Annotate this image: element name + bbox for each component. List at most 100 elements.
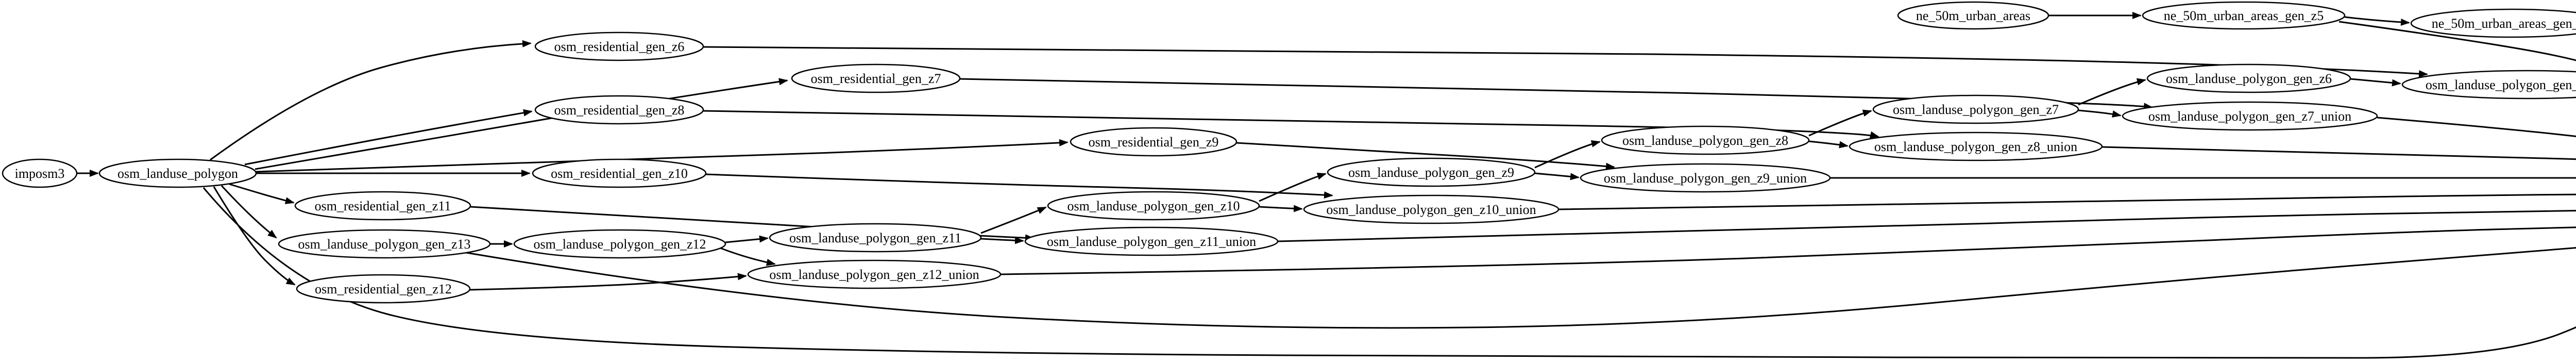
node-label-osm_landuse_polygon_gen_z6_union: osm_landuse_polygon_gen_z6_union (2426, 77, 2576, 92)
node-label-imposm3: imposm3 (15, 166, 65, 181)
node-ellipse-osm_landuse_polygon_gen_z6 (2146, 63, 2351, 93)
node-ellipse-osm_landuse_polygon_gen_z12 (513, 229, 726, 259)
node-osm_residential_gen_z10: osm_residential_gen_z10 (532, 158, 707, 188)
node-osm_landuse_polygon_gen_z7_union: osm_landuse_polygon_gen_z7_union (2122, 101, 2378, 131)
node-ellipse-osm_residential_gen_z7 (791, 63, 961, 93)
node-ellipse-osm_landuse_polygon (98, 158, 257, 188)
node-ellipse-osm_residential_gen_z12 (296, 274, 471, 304)
node-osm_landuse_polygon: osm_landuse_polygon (98, 158, 257, 188)
node-label-osm_residential_gen_z8: osm_residential_gen_z8 (554, 103, 685, 118)
nodes-layer: imposm3 osm_landuse_polygon osm_residentia… (2, 1, 2576, 304)
node-label-osm_landuse_polygon_gen_z9: osm_landuse_polygon_gen_z9 (1348, 165, 1514, 180)
node-ne_50m_urban_areas_gen_z5: ne_50m_urban_areas_gen_z5 (2142, 1, 2346, 30)
node-ellipse-ne_50m_urban_areas_gen_z5 (2142, 1, 2346, 30)
node-osm_landuse_polygon_gen_z6_union: osm_landuse_polygon_gen_z6_union (2401, 70, 2576, 100)
node-ellipse-osm_landuse_polygon_gen_z7_union (2122, 101, 2378, 131)
node-osm_residential_gen_z12: osm_residential_gen_z12 (296, 274, 471, 304)
edge-osm_landuse_polygon_gen_z7-to-osm_landuse_polygon_gen_z7_union (2078, 109, 2122, 118)
node-label-ne_50m_urban_areas_gen_z4: ne_50m_urban_areas_gen_z4 (2432, 16, 2576, 31)
node-osm_landuse_polygon_gen_z9_union: osm_landuse_polygon_gen_z9_union (1580, 163, 1831, 193)
node-label-osm_landuse_polygon_gen_z11: osm_landuse_polygon_gen_z11 (789, 231, 961, 245)
node-osm_landuse_polygon_gen_z7: osm_landuse_polygon_gen_z7 (1872, 94, 2079, 124)
edge-osm_landuse_polygon_gen_z7-to-osm_landuse_polygon_gen_z6 (2078, 78, 2146, 106)
edge-osm_landuse_polygon_gen_z9-to-osm_landuse_polygon_gen_z9_union (1534, 172, 1580, 180)
node-label-osm_residential_gen_z11: osm_residential_gen_z11 (315, 199, 451, 213)
edge-osm_landuse_polygon_gen_z13-to-layer_landuse:z13 (466, 246, 2576, 329)
node-ellipse-osm_residential_gen_z10 (532, 158, 707, 188)
node-label-osm_landuse_polygon: osm_landuse_polygon (117, 166, 238, 181)
node-label-osm_landuse_polygon_gen_z8: osm_landuse_polygon_gen_z8 (1622, 133, 1788, 148)
node-ellipse-osm_landuse_polygon_gen_z12_union (747, 259, 1002, 289)
node-ellipse-osm_landuse_polygon_gen_z11 (769, 223, 982, 253)
edge-osm_landuse_polygon-to-osm_residential_gen_z9 (256, 139, 1069, 173)
edge-osm_landuse_polygon_gen_z11-to-osm_landuse_polygon_gen_z10 (980, 206, 1047, 234)
edge-osm_landuse_polygon_gen_z10-to-osm_landuse_polygon_gen_z9 (1259, 172, 1327, 202)
edge-osm_residential_gen_z8-to-osm_landuse_polygon_gen_z8_union (703, 110, 1879, 139)
node-osm_residential_gen_z8: osm_residential_gen_z8 (534, 95, 704, 125)
node-ne_50m_urban_areas_gen_z4: ne_50m_urban_areas_gen_z4 (2410, 8, 2576, 38)
node-label-osm_landuse_polygon_gen_z10_union: osm_landuse_polygon_gen_z10_union (1326, 202, 1536, 217)
node-label-osm_landuse_polygon_gen_z7_union: osm_landuse_polygon_gen_z7_union (2148, 109, 2351, 124)
edge-osm_landuse_polygon_gen_z10-to-osm_landuse_polygon_gen_z10_union (1259, 205, 1303, 212)
edge-osm_landuse_polygon_gen_z9-to-osm_landuse_polygon_gen_z8 (1534, 140, 1601, 169)
node-label-osm_landuse_polygon_gen_z10: osm_landuse_polygon_gen_z10 (1067, 199, 1240, 213)
node-label-osm_landuse_polygon_gen_z6: osm_landuse_polygon_gen_z6 (2166, 71, 2332, 86)
node-label-osm_landuse_polygon_gen_z9_union: osm_landuse_polygon_gen_z9_union (1604, 171, 1807, 186)
edge-osm_landuse_polygon_gen_z8_union-to-layer_landuse:z8 (2102, 146, 2576, 160)
node-osm_residential_gen_z9: osm_residential_gen_z9 (1070, 127, 1238, 157)
node-osm_residential_gen_z7: osm_residential_gen_z7 (791, 63, 961, 93)
node-ellipse-osm_landuse_polygon_gen_z10 (1047, 191, 1260, 221)
node-osm_landuse_polygon_gen_z11_union: osm_landuse_polygon_gen_z11_union (1024, 226, 1279, 256)
edge-osm_landuse_polygon-to-osm_landuse_polygon_gen_z13 (221, 185, 277, 239)
node-label-osm_residential_gen_z6: osm_residential_gen_z6 (554, 39, 685, 54)
edge-ne_50m_urban_areas_gen_z5-to-ne_50m_urban_areas_gen_z4 (2344, 16, 2410, 26)
edge-osm_landuse_polygon_gen_z12-to-osm_landuse_polygon_gen_z12_union (720, 247, 776, 266)
edges-layer (77, 12, 2576, 359)
node-ellipse-osm_landuse_polygon_gen_z10_union (1303, 194, 1560, 224)
edge-osm_landuse_polygon_gen_z11_union-to-layer_landuse:z11 (1277, 209, 2576, 242)
edge-osm_landuse_polygon-to-osm_residential_gen_z11 (229, 183, 295, 204)
edge-osm_landuse_polygon-to-osm_residential_gen_z8 (244, 109, 533, 166)
node-label-osm_residential_gen_z9: osm_residential_gen_z9 (1089, 135, 1219, 150)
node-ellipse-imposm3 (2, 158, 78, 188)
node-osm_landuse_polygon_gen_z13: osm_landuse_polygon_gen_z13 (278, 229, 491, 259)
node-ellipse-osm_landuse_polygon_gen_z9 (1327, 157, 1536, 187)
node-label-ne_50m_urban_areas: ne_50m_urban_areas (1916, 8, 2030, 23)
node-osm_landuse_polygon_gen_z9: osm_landuse_polygon_gen_z9 (1327, 157, 1536, 187)
node-osm_landuse_polygon_gen_z10: osm_landuse_polygon_gen_z10 (1047, 191, 1260, 221)
node-ellipse-osm_residential_gen_z11 (294, 191, 471, 221)
node-label-osm_landuse_polygon_gen_z7: osm_landuse_polygon_gen_z7 (1893, 102, 2059, 117)
edge-osm_landuse_polygon_gen_z7_union-to-layer_landuse:z7 (2377, 117, 2576, 137)
node-osm_landuse_polygon_gen_z11: osm_landuse_polygon_gen_z11 (769, 223, 982, 253)
node-ne_50m_urban_areas: ne_50m_urban_areas (1897, 1, 2049, 30)
node-osm_landuse_polygon_gen_z8_union: osm_landuse_polygon_gen_z8_union (1849, 131, 2103, 161)
edge-osm_landuse_polygon_gen_z11-to-osm_landuse_polygon_gen_z11_union (980, 237, 1024, 244)
edge-osm_landuse_polygon_gen_z6-to-osm_landuse_polygon_gen_z6_union (2350, 78, 2401, 87)
node-label-osm_landuse_polygon_gen_z8_union: osm_landuse_polygon_gen_z8_union (1874, 139, 2077, 154)
node-osm_landuse_polygon_gen_z6: osm_landuse_polygon_gen_z6 (2146, 63, 2351, 93)
node-osm_residential_gen_z6: osm_residential_gen_z6 (534, 31, 704, 61)
node-osm_landuse_polygon_gen_z12: osm_landuse_polygon_gen_z12 (513, 229, 726, 259)
edge-osm_landuse_polygon_gen_z10_union-to-layer_landuse:z10 (1558, 193, 2576, 210)
node-imposm3: imposm3 (2, 158, 78, 188)
node-label-osm_residential_gen_z7: osm_residential_gen_z7 (811, 71, 941, 86)
edge-osm_residential_gen_z9-to-osm_landuse_polygon_gen_z9_union (1236, 142, 1615, 170)
node-label-osm_landuse_polygon_gen_z13: osm_landuse_polygon_gen_z13 (298, 237, 470, 252)
node-ellipse-osm_landuse_polygon_gen_z7 (1872, 94, 2079, 124)
node-ellipse-osm_landuse_polygon_gen_z6_union (2401, 70, 2576, 100)
node-ellipse-osm_landuse_polygon_gen_z8_union (1849, 131, 2103, 161)
edge-osm_landuse_polygon-to-layer_landuse:z14+ (202, 187, 2576, 359)
edge-ne_50m_urban_areas_gen_z5-to-layer_landuse:z5 (2338, 21, 2576, 61)
edge-osm_landuse_polygon-to-osm_residential_gen_z6 (210, 40, 532, 161)
edge-osm_landuse_polygon-to-osm_residential_gen_z12 (213, 186, 296, 286)
node-label-osm_landuse_polygon_gen_z12_union: osm_landuse_polygon_gen_z12_union (769, 267, 979, 282)
node-osm_landuse_polygon_gen_z12_union: osm_landuse_polygon_gen_z12_union (747, 259, 1002, 289)
edge-osm_landuse_polygon_gen_z8-to-osm_landuse_polygon_gen_z8_union (1808, 140, 1849, 149)
node-osm_landuse_polygon_gen_z8: osm_landuse_polygon_gen_z8 (1601, 125, 1810, 155)
node-osm_residential_gen_z11: osm_residential_gen_z11 (294, 191, 471, 221)
edge-osm_residential_gen_z12-to-osm_landuse_polygon_gen_z12_union (469, 273, 747, 291)
node-label-osm_landuse_polygon_gen_z12: osm_landuse_polygon_gen_z12 (533, 237, 706, 252)
node-ellipse-osm_landuse_polygon_gen_z13 (278, 229, 491, 259)
